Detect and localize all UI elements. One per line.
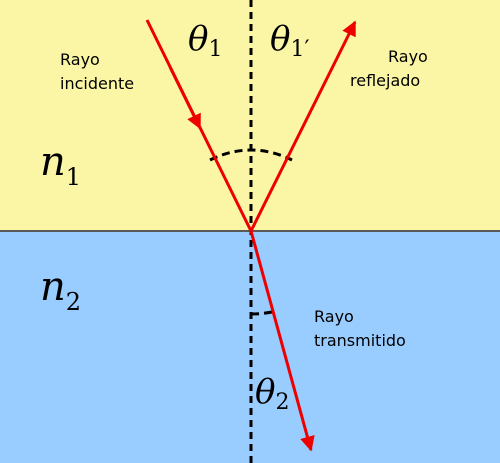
theta-1-prime-symbol: θ1′	[270, 19, 309, 62]
n-2-symbol: n2	[40, 264, 81, 316]
reflected-ray	[249, 20, 357, 232]
reflected-ray-label: Rayo reflejado	[350, 47, 433, 90]
transmitted-ray-label: Rayo transmitido	[314, 307, 406, 350]
incident-ray-label-line-1: Rayo	[60, 50, 100, 69]
n-1-symbol: n1	[40, 139, 81, 191]
transmitted-ray-label-line-1: Rayo	[314, 307, 354, 326]
transmitted-ray-label-line-2: transmitido	[314, 331, 406, 350]
transmitted-ray	[249, 230, 315, 452]
incident-ray-arrow	[168, 66, 202, 130]
reflected-ray-label-line-1: Rayo	[388, 47, 428, 66]
refraction-angle-arc	[250, 310, 273, 316]
theta-1-symbol: θ1	[188, 19, 222, 62]
theta-2-symbol: θ2	[255, 372, 289, 415]
incident-ray-label-line-2: incidente	[60, 74, 134, 93]
incident-ray	[145, 19, 253, 232]
reflected-ray-label-line-2: reflejado	[350, 71, 420, 90]
incidence-angle-arc	[209, 148, 293, 162]
incident-ray-label: Rayo incidente	[60, 50, 134, 93]
